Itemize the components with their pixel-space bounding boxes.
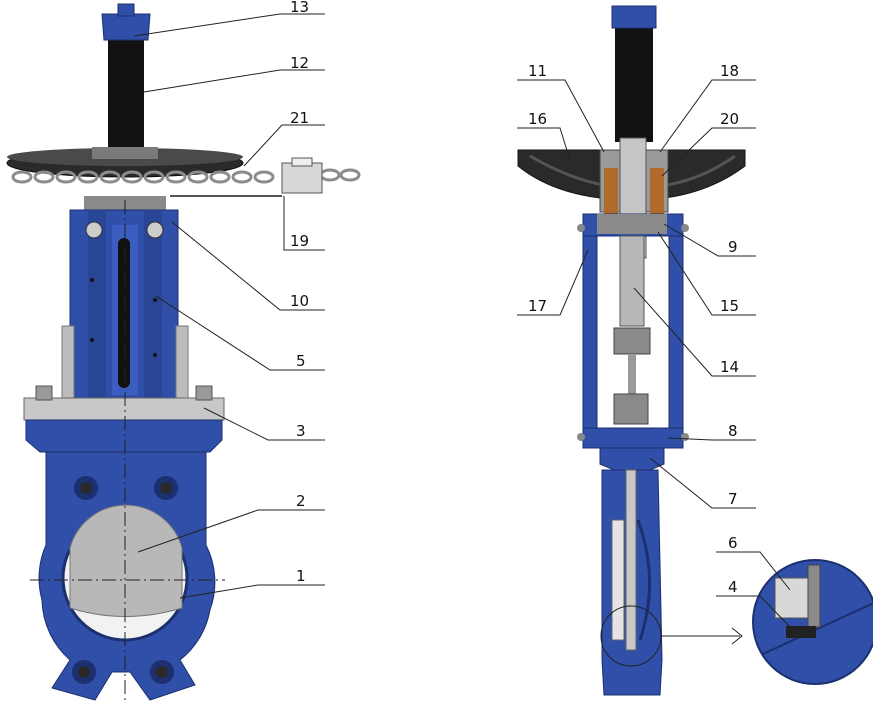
callout-18: 18: [720, 62, 739, 80]
callout-4: 4: [728, 578, 738, 596]
callout-6: 6: [728, 534, 738, 552]
detail-view: [753, 560, 873, 684]
callout-15: 15: [720, 297, 739, 315]
callout-3: 3: [296, 422, 306, 440]
stem-section: [619, 235, 645, 327]
callout-8: 8: [728, 422, 738, 440]
callout-5: 5: [296, 352, 306, 370]
callout-7: 7: [728, 490, 738, 508]
yoke-column-left: [582, 235, 598, 447]
callout-21: 21: [290, 109, 309, 127]
callout-11: 11: [528, 62, 547, 80]
callout-1: 1: [296, 567, 306, 585]
callouts: 13 12 21 19 10 5 3 2 1 11 16 18 20 9 15 …: [133, 0, 796, 633]
callout-20: 20: [720, 110, 739, 128]
callout-12: 12: [290, 54, 309, 72]
gate-knife: [69, 504, 183, 617]
gland-flange: [23, 397, 225, 421]
callout-19: 19: [290, 232, 309, 250]
callout-13: 13: [290, 0, 309, 16]
callout-16: 16: [528, 110, 547, 128]
callout-17: 17: [528, 297, 547, 315]
front-view: [6, 3, 361, 701]
chain: [11, 168, 361, 184]
stem: [108, 40, 144, 155]
callout-2: 2: [296, 492, 306, 510]
section-view: [517, 5, 873, 696]
chain-lock: [281, 162, 323, 194]
callout-14: 14: [720, 358, 739, 376]
callout-10: 10: [290, 292, 309, 310]
stem-cap: [101, 13, 151, 41]
callout-9: 9: [728, 238, 738, 256]
